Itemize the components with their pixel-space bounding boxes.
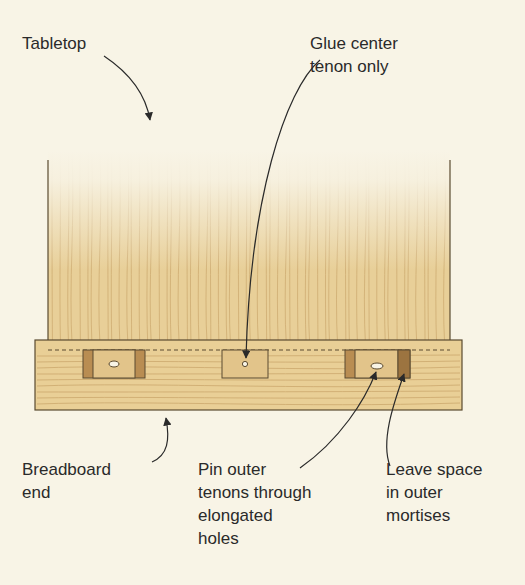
pin-note: Pin outer tenons through elongated holes [198,458,318,550]
breadboard-label: Breadboard end [22,458,122,504]
leader-lines [104,56,404,468]
glue-note: Glue center tenon only [310,32,420,78]
breadboard-end [35,340,462,410]
tabletop-panel [48,150,450,350]
tabletop-label: Tabletop [22,32,142,55]
space-note: Leave space in outer mortises [386,458,491,527]
